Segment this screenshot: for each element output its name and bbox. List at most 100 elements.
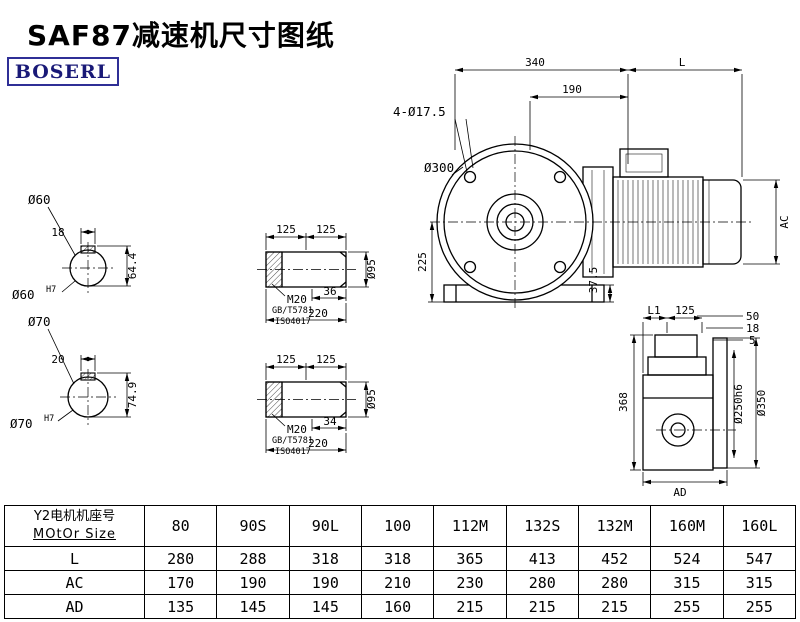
dim-125-side: 125 [675,304,695,317]
std-iso-bottom: ISO4017 [275,447,311,457]
shaft-end-view-60: 18 64.4 Ø60 Ø60 H7 [12,192,139,302]
std-gb-bottom: GB/T5781 [272,436,313,446]
dim-190: 190 [562,83,582,96]
dim-center-height-225: 225 [416,252,429,272]
dim-125-a-bottom: 125 [276,353,296,366]
label-fit-tol-60: H7 [46,285,56,295]
shaft-end-view-70: 20 74.9 Ø70 Ø70 H7 [10,314,139,431]
label-fit-70: Ø70 [10,416,33,431]
dim-dia95-bottom: Ø95 [365,389,378,409]
row-label-AD: AD [4,594,145,619]
row-label-L: L [4,546,145,571]
cell-L-160m: 524 [650,546,724,571]
table-row-L: L 280 288 318 318 365 413 452 524 547 [4,546,797,571]
terminal-box [619,148,669,178]
std-gb-top: GB/T5781 [272,306,313,316]
front-view: 340 L 190 4-Ø17.5 Ø300 225 37.5 AC [393,56,791,308]
boserl-logo: BOSERL [7,57,119,86]
flange-dia-callout: Ø300 [424,160,454,175]
bolt-hole [463,170,477,184]
row-label-AC: AC [4,570,145,595]
size-col-160l: 160L [722,505,797,547]
size-col-132s: 132S [505,505,579,547]
dim-keylen-bottom: 34 [323,415,337,428]
dim-length-top: 220 [308,307,328,320]
table-header-row: Y2电机机座号 MOtOr Size 80 90S 90L 100 112M 1… [4,505,797,547]
std-iso-top: ISO4017 [275,317,311,327]
cell-L-160l: 547 [722,546,797,571]
technical-drawing: 18 64.4 Ø60 Ø60 H7 20 74.9 Ø70 [10,56,791,499]
cell-AD-132s: 215 [505,594,579,619]
thread-callout-top: M20 [287,293,307,306]
cell-AC-112m: 230 [433,570,507,595]
table-row-AD: AD 135 145 145 160 215 215 215 255 255 [4,594,797,619]
bolt-hole [553,260,567,274]
bolt-hole [463,260,477,274]
motor-size-header-en: MOtOr Size [33,527,116,542]
dimension-table: Y2电机机座号 MOtOr Size 80 90S 90L 100 112M 1… [4,505,797,619]
label-dia-60: Ø60 [28,192,51,207]
cell-L-132s: 413 [505,546,579,571]
dim-flange-350: Ø350 [755,390,768,417]
page-title: SAF87减速机尺寸图纸 [27,19,335,52]
cell-L-100: 318 [360,546,435,571]
size-col-80: 80 [143,505,218,547]
cell-L-80: 280 [143,546,218,571]
bolt-hole [553,170,567,184]
size-col-90l: 90L [288,505,362,547]
dim-125-b-top: 125 [316,223,336,236]
cell-AD-160m: 255 [650,594,724,619]
cell-AC-132s: 280 [505,570,579,595]
cell-L-112m: 365 [433,546,507,571]
cell-AC-100: 210 [360,570,435,595]
cell-AC-90l: 190 [288,570,362,595]
dim-L1: L1 [647,304,660,317]
cell-L-90l: 318 [288,546,362,571]
size-col-132m: 132M [577,505,652,547]
side-view: L1 125 50 18 5 368 Ø250h6 Ø350 AD [617,304,768,499]
dim-50: 50 [746,310,759,323]
label-fit-tol-70: H7 [44,414,54,424]
label-fit-60: Ø60 [12,287,35,302]
cell-L-132m: 452 [577,546,652,571]
dim-keylen-top: 36 [323,285,336,298]
dim-5: 5 [749,334,756,347]
cell-AD-80: 135 [143,594,218,619]
cell-AD-90l: 145 [288,594,362,619]
dim-motor-length-L: L [679,56,686,69]
cell-AC-80: 170 [143,570,218,595]
cell-AC-160l: 315 [722,570,797,595]
size-col-90s: 90S [216,505,290,547]
label-dia-70: Ø70 [28,314,51,329]
size-col-160m: 160M [650,505,724,547]
dim-340: 340 [525,56,545,69]
cell-AD-100: 160 [360,594,435,619]
motor-size-header-cn: Y2电机机座号 [33,509,116,524]
cell-AC-160m: 315 [650,570,724,595]
size-col-112m: 112M [433,505,507,547]
cell-L-90s: 288 [216,546,290,571]
output-flange [712,337,728,469]
cell-AD-112m: 215 [433,594,507,619]
cell-AC-90s: 190 [216,570,290,595]
size-col-100: 100 [360,505,435,547]
dim-spigot-250: Ø250h6 [732,384,745,424]
motor-size-header: Y2电机机座号 MOtOr Size [4,505,145,547]
dim-height-368: 368 [617,392,630,412]
dim-foot-37-5: 37.5 [587,267,600,294]
dim-18: 18 [746,322,759,335]
table-row-AC: AC 170 190 190 210 230 280 280 315 315 [4,570,797,595]
dim-125-b-bottom: 125 [316,353,336,366]
cell-AC-132m: 280 [577,570,652,595]
adapter-top [654,334,698,358]
shaft-detail-top: 125 125 M20 GB/T5781 ISO4017 36 220 Ø95 [257,223,378,327]
dim-AD: AD [673,486,686,499]
cell-AD-90s: 145 [216,594,290,619]
dim-125-a-top: 125 [276,223,296,236]
shaft-detail-bottom: 125 125 M20 GB/T5781 ISO4017 34 220 Ø95 [257,353,378,457]
cell-AD-160l: 255 [722,594,797,619]
thread-callout-bottom: M20 [287,423,307,436]
fan-cover [702,179,742,265]
cell-AD-132m: 215 [577,594,652,619]
